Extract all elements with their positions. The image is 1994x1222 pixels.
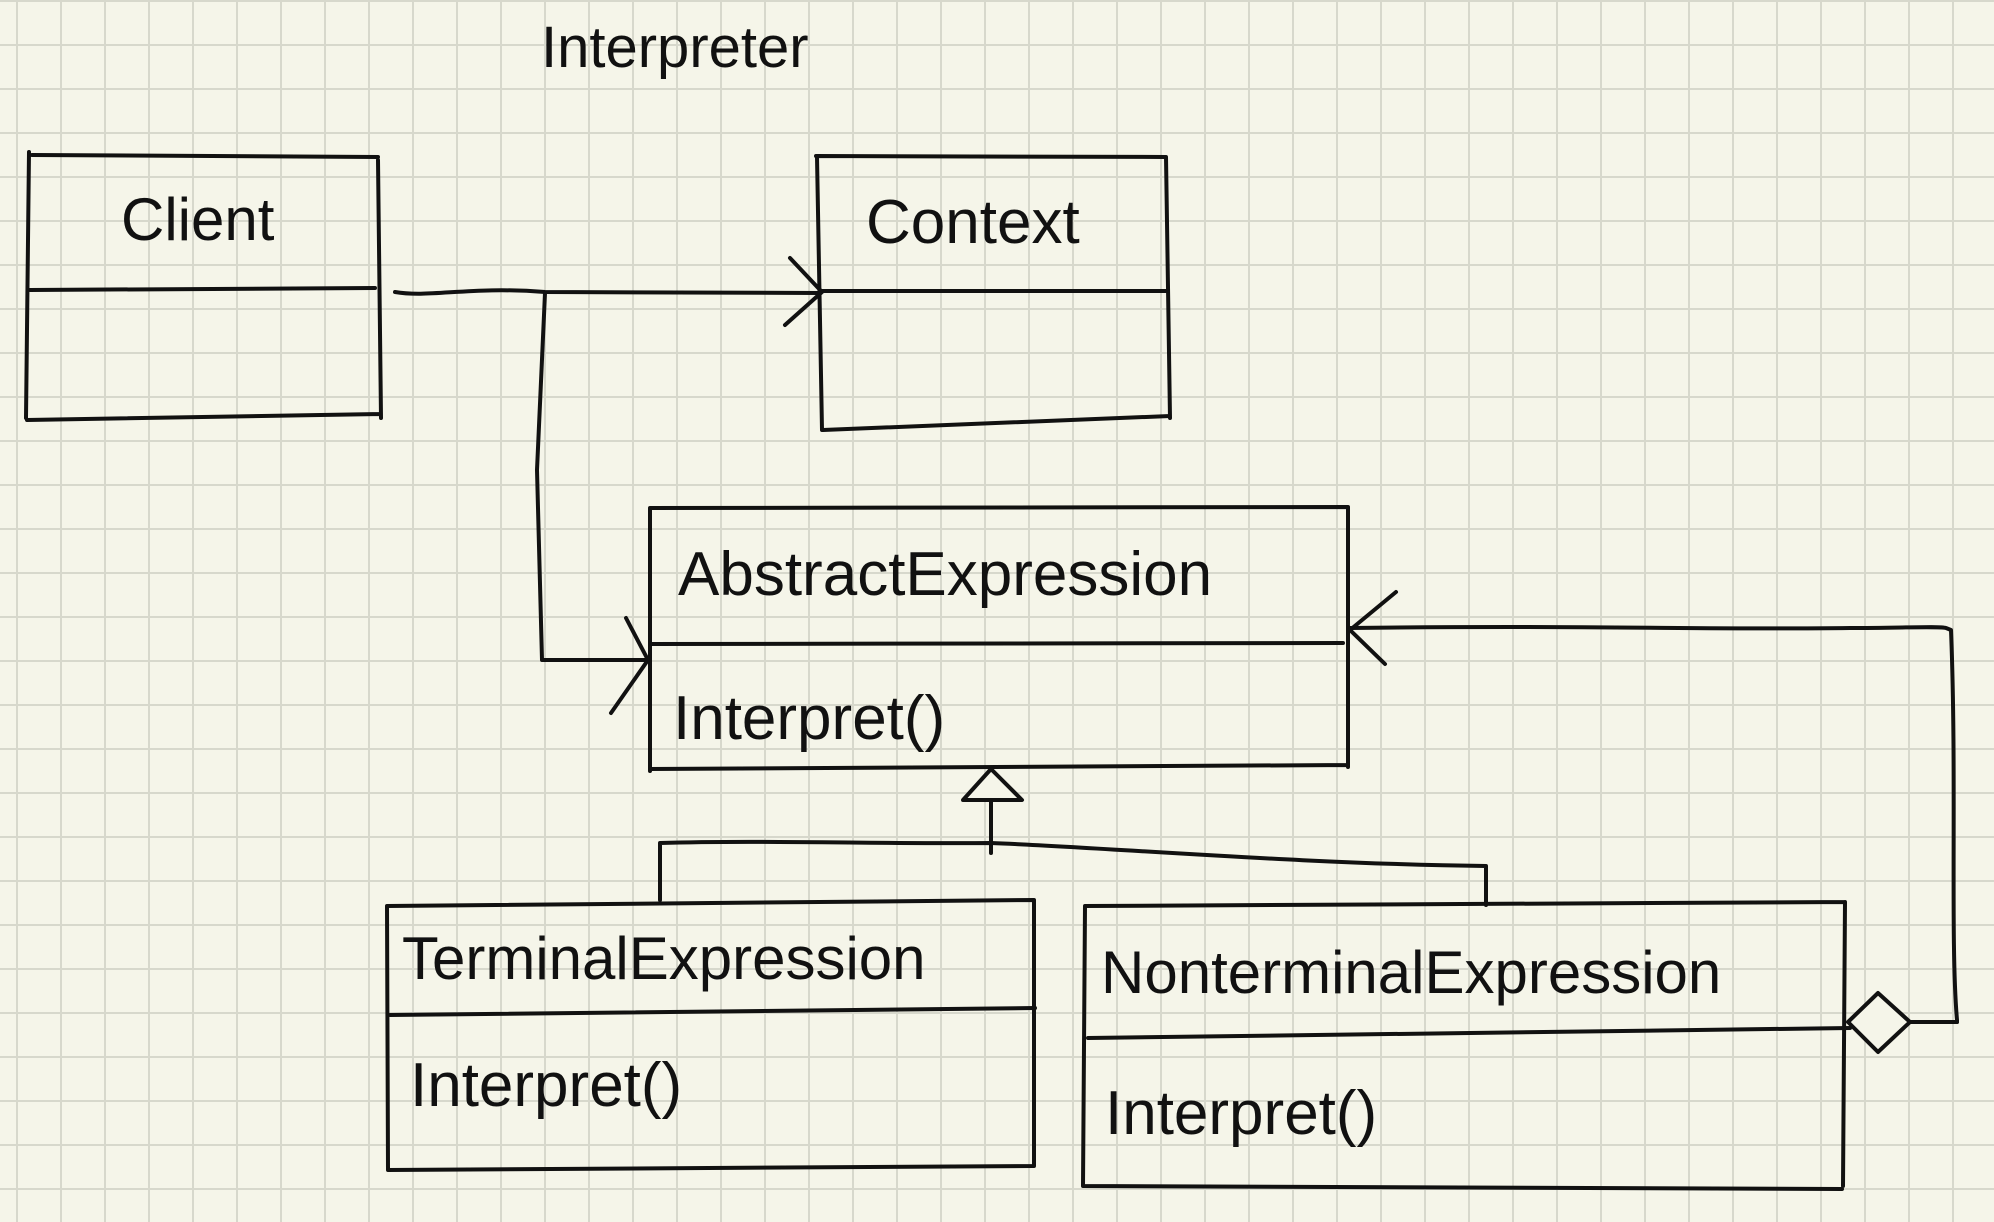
nonterminal-expression-class-name: NonterminalExpression — [1101, 939, 1722, 1006]
inheritance-branch-line — [658, 839, 1488, 907]
client-to-context-association — [393, 256, 824, 327]
abstract-expression-class-name: AbstractExpression — [678, 540, 1213, 609]
inheritance-triangle-arrowhead — [961, 767, 1024, 802]
client-abstract-line — [535, 291, 647, 662]
client-context-arrowhead — [783, 256, 824, 327]
nonterminal-expression-method: Interpret() — [1105, 1079, 1378, 1148]
abstract-expression-box-outline — [648, 505, 1350, 773]
nonterminal-expression-box-divider — [1086, 1026, 1852, 1040]
client-box-divider — [28, 286, 377, 292]
inheritance-connector — [658, 767, 1488, 907]
client-box-outline — [24, 150, 383, 422]
abstract-expression-method: Interpret() — [673, 684, 946, 753]
client-class-name: Client — [121, 186, 275, 253]
aggregation-line — [1348, 625, 1959, 1024]
client-class-box[interactable] — [24, 150, 383, 422]
abstract-expression-class-box[interactable] — [648, 505, 1350, 773]
diagram-title: Interpreter — [541, 15, 809, 80]
terminal-expression-box-outline — [385, 898, 1036, 1172]
client-abstract-arrowhead — [609, 616, 650, 715]
terminal-expression-class-box[interactable] — [385, 898, 1037, 1172]
aggregation-arrowhead — [1348, 590, 1398, 666]
terminal-expression-box-divider — [388, 1006, 1037, 1017]
client-to-abstract-expression-association — [535, 291, 650, 715]
abstract-expression-box-divider — [650, 641, 1345, 646]
context-class-name: Context — [866, 188, 1080, 257]
aggregation-connector — [1348, 590, 1959, 1054]
client-context-line — [393, 288, 822, 296]
nonterminal-expression-class-box[interactable] — [1081, 900, 1852, 1191]
nonterminal-expression-box-outline — [1081, 900, 1847, 1191]
terminal-expression-method: Interpret() — [410, 1051, 683, 1120]
terminal-expression-class-name: TerminalExpression — [402, 925, 926, 992]
aggregation-diamond — [1846, 991, 1912, 1054]
